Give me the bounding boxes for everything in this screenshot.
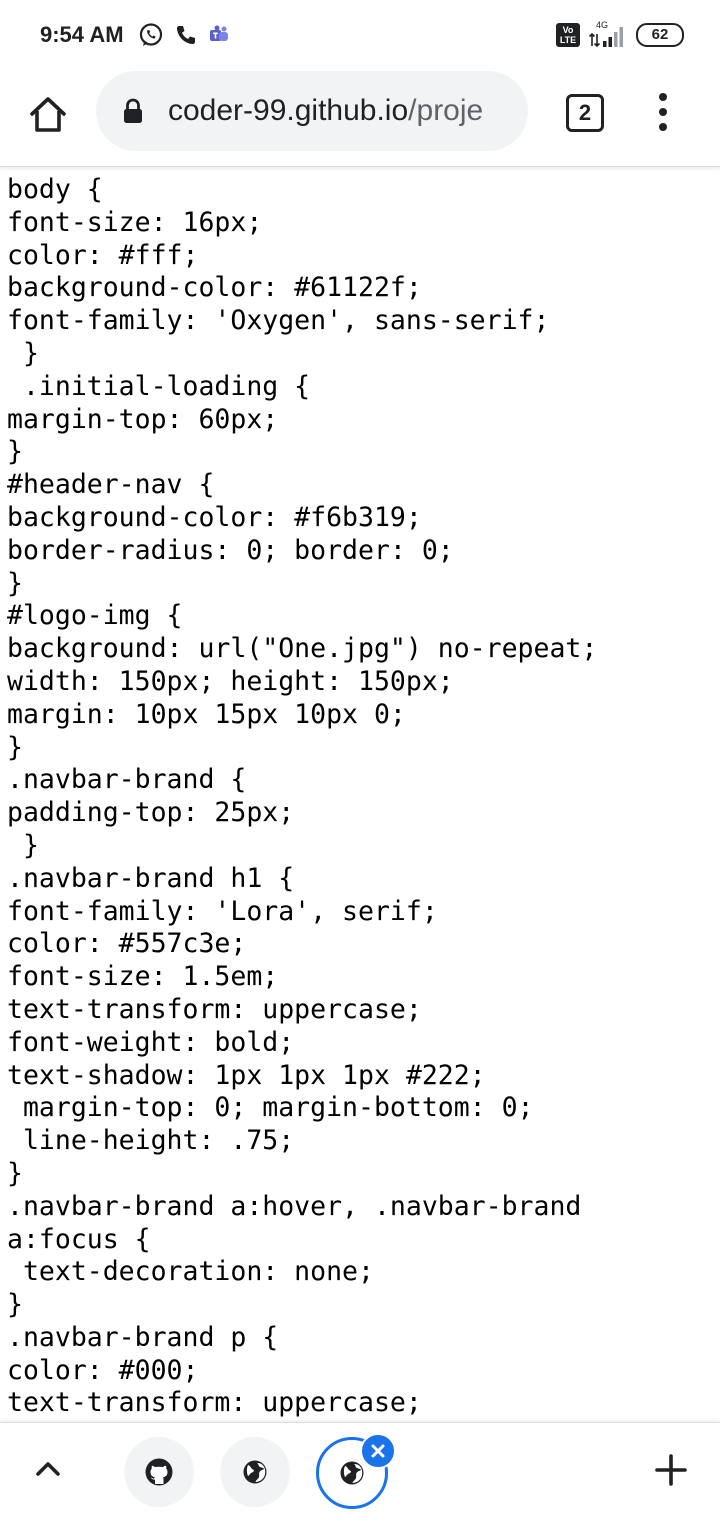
home-icon[interactable] (26, 92, 70, 136)
bottom-tab-strip (0, 1422, 720, 1521)
network-type: 4G (596, 20, 609, 30)
tab-github[interactable] (124, 1437, 194, 1507)
address-bar[interactable]: coder-99.github.io/proje (96, 71, 528, 151)
status-time: 9:54 AM (40, 22, 124, 47)
signal-indicator: 4G (588, 20, 628, 50)
globe-icon (340, 1461, 364, 1485)
whatsapp-icon (139, 23, 163, 46)
css-source-text: body { font-size: 16px; color: #fff; bac… (7, 174, 598, 1422)
url-text: coder-99.github.io/proje (168, 93, 483, 129)
close-icon (371, 1444, 385, 1458)
status-bar: 9:54 AM Vo LTE 4G (0, 0, 720, 70)
phone-icon (177, 26, 195, 44)
browser-toolbar: coder-99.github.io/proje 2 (0, 70, 720, 167)
battery-indicator: 62 (636, 23, 684, 47)
url-domain: coder-99.github.io (168, 94, 409, 127)
new-tab-icon[interactable] (652, 1451, 690, 1489)
volte-badge: Vo LTE (556, 23, 580, 47)
system-status-icons: Vo LTE 4G 62 (556, 18, 684, 52)
tab-website[interactable] (220, 1437, 290, 1507)
close-tab-button[interactable] (360, 1433, 396, 1469)
signal-bars-icon (588, 27, 623, 48)
page-content[interactable]: body { font-size: 16px; color: #fff; bac… (0, 172, 720, 1422)
url-path: /proje (408, 94, 484, 127)
github-icon (145, 1458, 173, 1486)
tab-website-active[interactable] (316, 1437, 388, 1509)
chevron-up-icon[interactable] (30, 1451, 66, 1487)
lock-icon (124, 98, 142, 123)
teams-icon (210, 25, 228, 41)
tab-switcher-button[interactable]: 2 (566, 94, 604, 132)
more-options-icon[interactable] (650, 90, 676, 134)
notification-icons (138, 20, 230, 50)
globe-icon (243, 1460, 267, 1484)
